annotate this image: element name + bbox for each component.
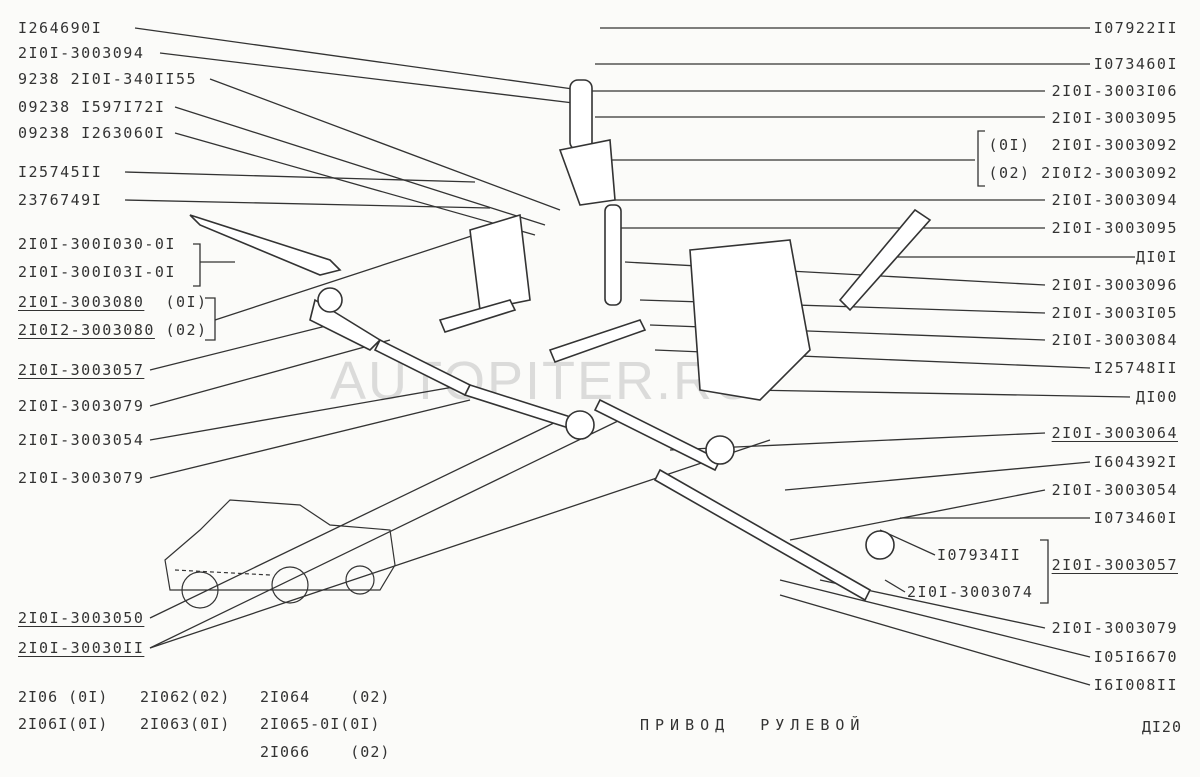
left-leader-lines [124, 27, 771, 649]
part-label: I07922II [1093, 19, 1178, 37]
pitman-arm [548, 319, 647, 364]
model-code: 2I066 (02) [260, 743, 391, 761]
part-label: 2I0I-3003054 [18, 431, 145, 449]
part-label: 09238 I263060I [18, 124, 166, 142]
part-label: I25745II [18, 163, 103, 181]
part-label: 2I0I-3003079 [1051, 619, 1178, 637]
part-label: I604392I [1093, 453, 1178, 471]
part-label: 2I0I-3003095 [1051, 219, 1178, 237]
part-label: 2I0I-3003050 [18, 609, 145, 627]
part-label: 2I0I-300I030-0I [18, 235, 176, 253]
part-label: 2I0I-3003I05 [1051, 304, 1178, 322]
part-label: 2I0I-3003079 [18, 469, 145, 487]
part-label: 2I0I-3003057 [1051, 556, 1178, 574]
steering-shaft [838, 208, 932, 312]
variant-code: (0I) [165, 293, 208, 311]
pendulum-bolt [569, 79, 593, 151]
model-code: 2I065-0I(0I) [260, 715, 381, 733]
part-label-group: 2I0I-3003080 (0I) [18, 293, 208, 311]
parts [189, 79, 932, 602]
right-leader-lines [590, 27, 1135, 686]
part-label: ДI00 [1135, 388, 1178, 406]
part-label: 2I0I-3003084 [1051, 331, 1178, 349]
part-label: 2I0I-3003064 [1051, 424, 1178, 442]
part-label: 2I0I-3003057 [18, 361, 145, 379]
part-label: I073460I [1093, 509, 1178, 527]
part-label: 2I0I-3003094 [18, 44, 145, 62]
ball-joint-left [565, 410, 595, 440]
idler-arm [189, 214, 342, 276]
car-sketch [164, 499, 396, 609]
part-label: 2I0I2-3003080 [18, 321, 155, 339]
idler-lever [438, 299, 517, 333]
part-label: I073460I [1093, 55, 1178, 73]
part-label: 2I0I-3003054 [1051, 481, 1178, 499]
diagram-title: ПРИВОД РУЛЕВОЙ [640, 716, 866, 734]
ball-joint-right [865, 530, 895, 560]
model-code: 2I06I(0I) [18, 715, 109, 733]
part-label: 2I0I-3003080 [18, 293, 145, 311]
part-label: I6I008II [1093, 676, 1178, 694]
pendulum-bracket [558, 139, 616, 206]
part-label: (02) 2I0I2-3003092 [988, 164, 1178, 182]
model-code: 2I063(0I) [140, 715, 231, 733]
ball-joint-outer [317, 287, 343, 313]
part-label-group: 2I0I2-3003080 (02) [18, 321, 208, 339]
adjusting-sleeve-left [373, 338, 472, 397]
part-label: I264690I [18, 19, 103, 37]
part-label: I07934II [937, 546, 1022, 564]
steering-gear [689, 239, 811, 401]
part-label: 9238 2I0I-340II55 [18, 70, 198, 88]
part-label: 2376749I [18, 191, 103, 209]
tie-rod-right [653, 468, 872, 602]
part-label: I05I6670 [1093, 648, 1178, 666]
part-label: I25748II [1093, 359, 1178, 377]
part-label: ДI0I [1135, 248, 1178, 266]
tie-rod-left [463, 384, 582, 431]
part-label: 2I0I-3003079 [18, 397, 145, 415]
page-code: ДI20 [1141, 718, 1182, 736]
idler-bracket [469, 213, 531, 311]
part-label: 2I0I-300I03I-0I [18, 263, 176, 281]
part-label: (0I) 2I0I-3003092 [988, 136, 1178, 154]
part-label: 2I0I-3003096 [1051, 276, 1178, 294]
model-code: 2I06 (0I) [18, 688, 109, 706]
part-label: 2I0I-30030II [18, 639, 145, 657]
center-link [593, 398, 722, 472]
part-label: 2I0I-3003094 [1051, 191, 1178, 209]
pendulum-shaft [604, 204, 622, 306]
part-label: 2I0I-3003074 [907, 583, 1034, 601]
model-code: 2I064 (02) [260, 688, 391, 706]
part-label: 09238 I597I72I [18, 98, 166, 116]
part-label: 2I0I-3003I06 [1051, 82, 1178, 100]
variant-code: (02) [165, 321, 208, 339]
model-code: 2I062(02) [140, 688, 231, 706]
ball-joint-center [705, 435, 735, 465]
part-label: 2I0I-3003095 [1051, 109, 1178, 127]
